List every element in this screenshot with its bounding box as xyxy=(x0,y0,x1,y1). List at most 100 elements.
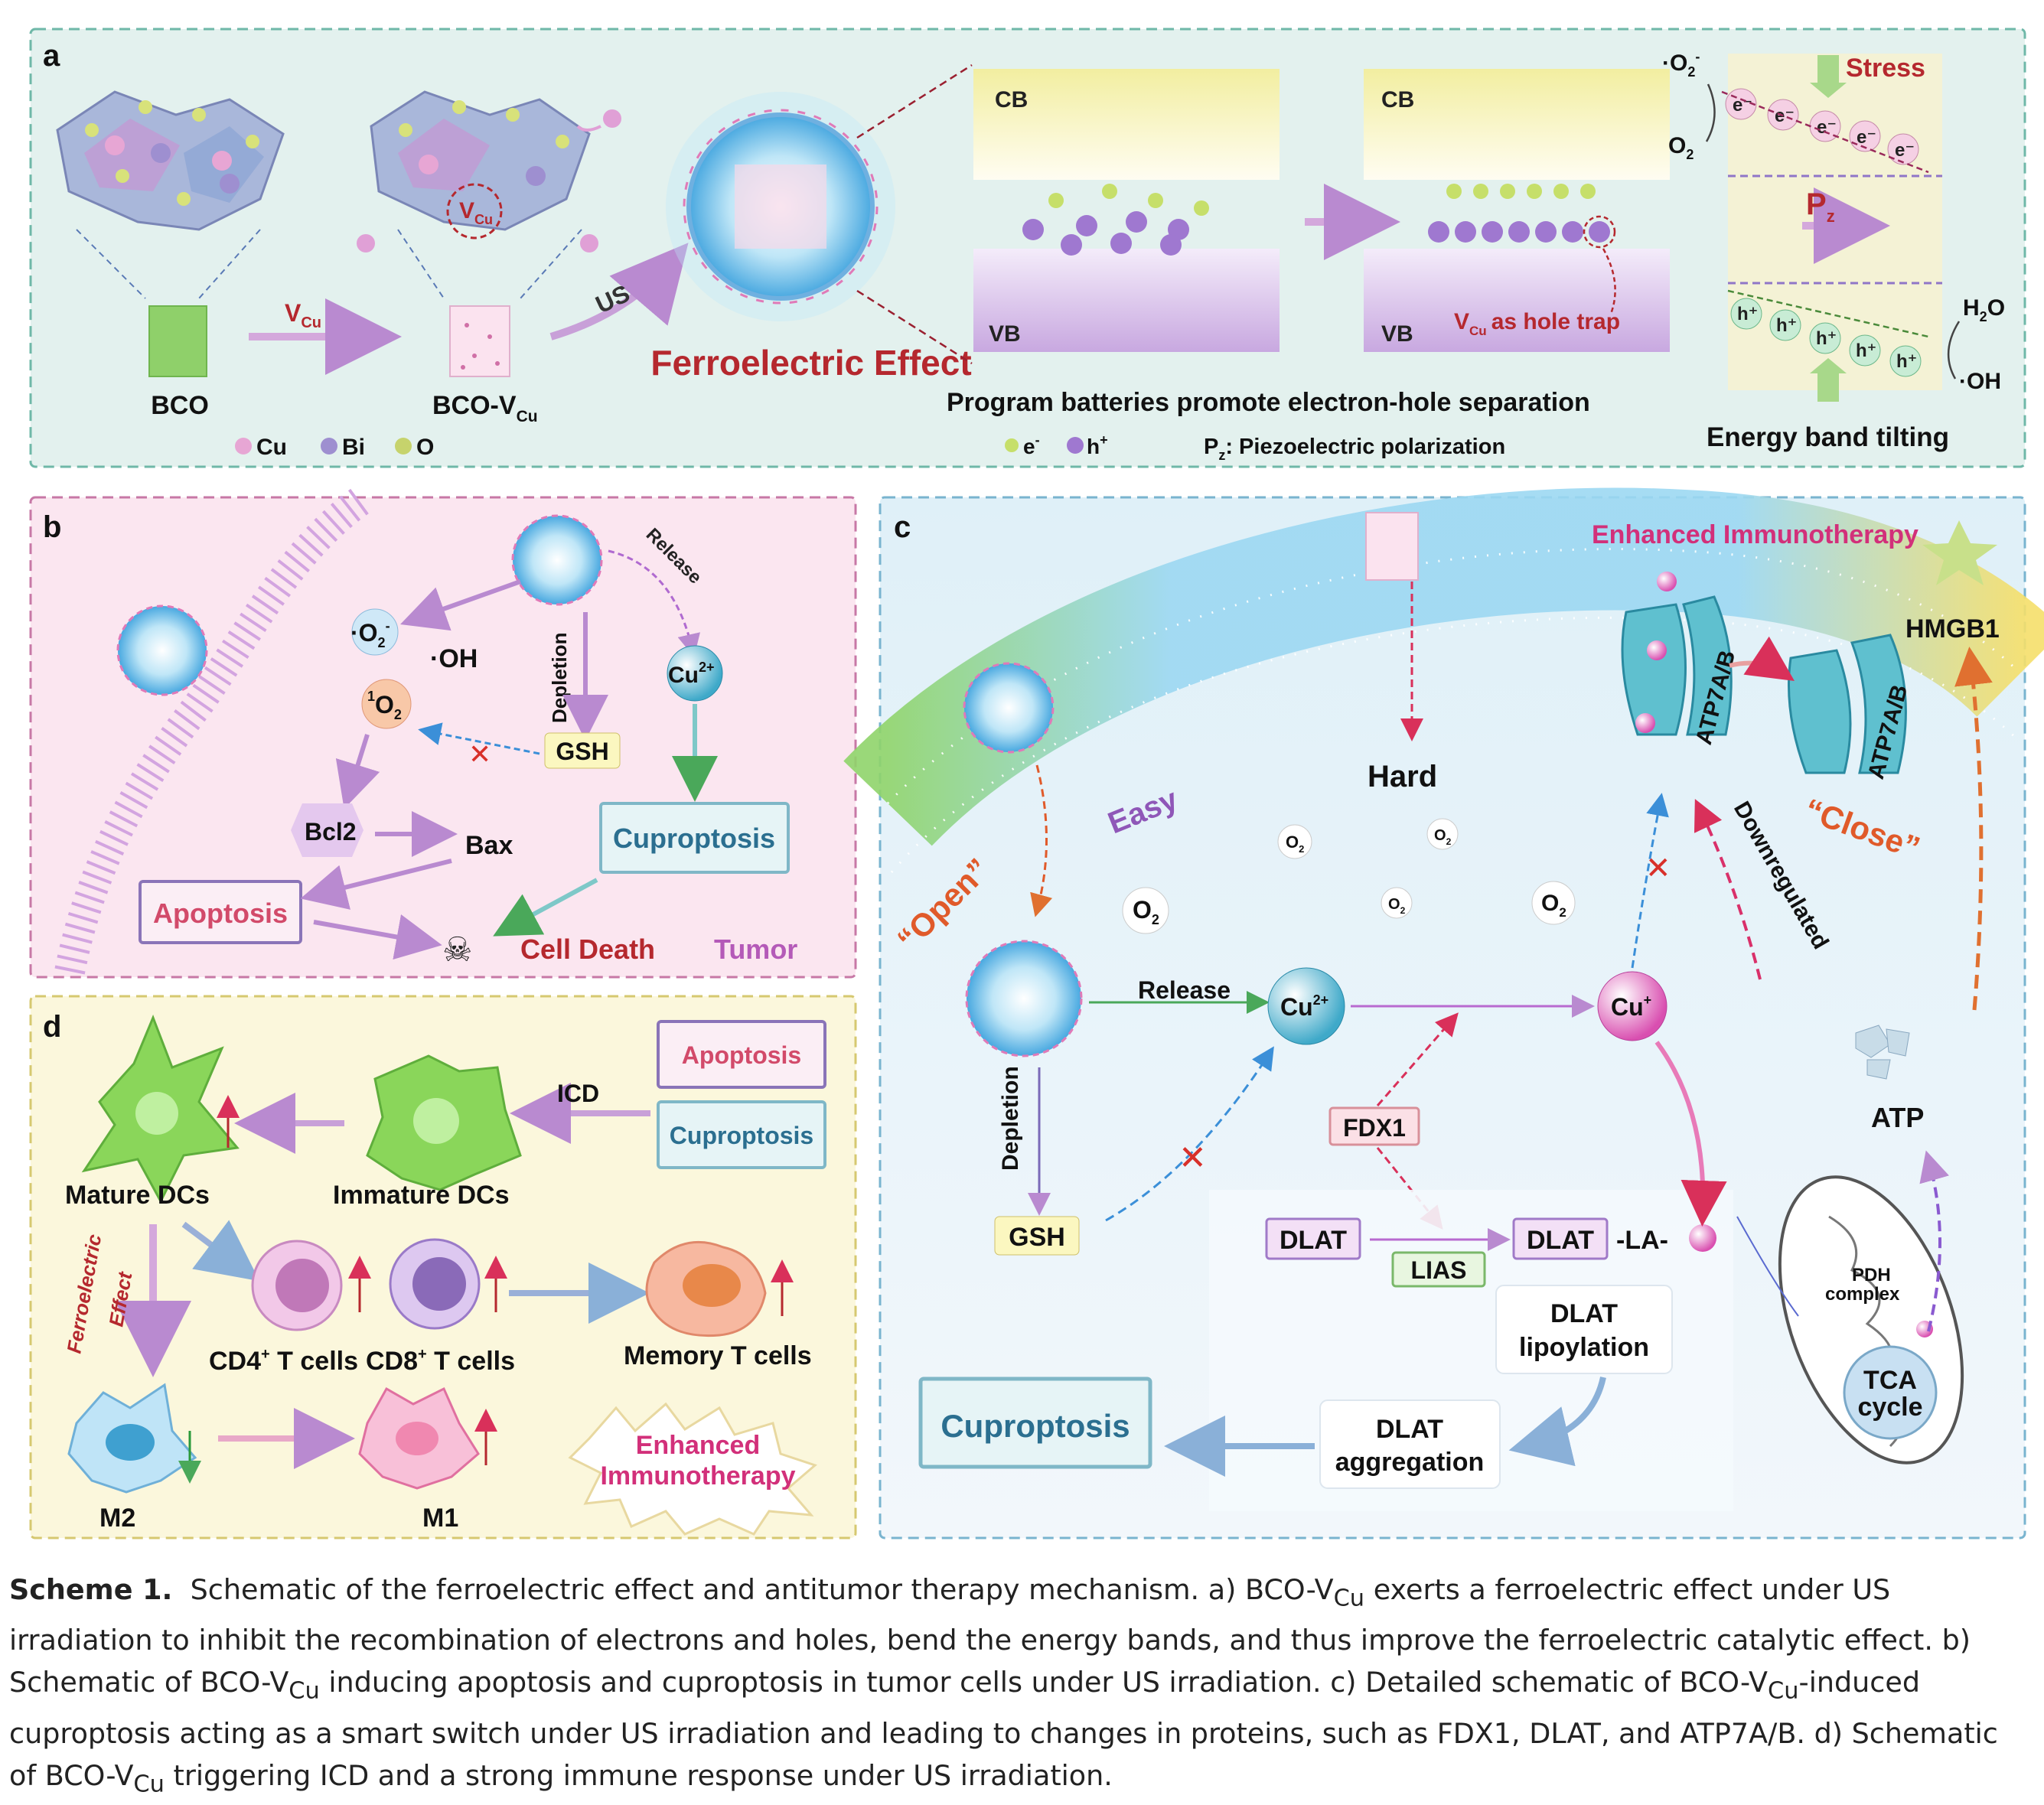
panel-letter-a: a xyxy=(43,39,60,73)
mature-dcs-label: Mature DCs xyxy=(65,1181,210,1210)
svg-text:h⁺: h⁺ xyxy=(1856,340,1876,361)
panel-b: b Release ·O2- ·OH 1O2 Depletion GSH ✕ C… xyxy=(29,488,857,979)
caption-part-3: inducing apoptosis and cuproptosis in tu… xyxy=(319,1666,1769,1699)
dlat-aggregation-2: aggregation xyxy=(1335,1448,1485,1477)
atp-label: ATP xyxy=(1871,1102,1924,1133)
depletion-label-c: Depletion xyxy=(998,1066,1023,1171)
m2-label: M2 xyxy=(99,1504,135,1533)
figure-caption: Scheme 1. Schematic of the ferroelectric… xyxy=(9,1569,2033,1805)
panel-letter-b: b xyxy=(43,510,61,544)
bco-vcu-crystal-structure: VCu xyxy=(357,90,621,253)
atom-legend: Cu Bi O xyxy=(235,435,434,460)
panel-c: c Enhanced Immunotherapy HMGB1 ATP7A/B A… xyxy=(843,487,2044,1539)
icd-label: ICD xyxy=(557,1080,599,1107)
nanoparticle-b xyxy=(511,514,603,606)
pz-legend: Pz: Piezoelectric polarization xyxy=(1204,435,1505,463)
caption-sub-3: Cu xyxy=(1768,1677,1799,1705)
panel-letter-d: d xyxy=(43,1010,61,1044)
pdh-label-2: complex xyxy=(1825,1284,1900,1305)
apoptosis-box-b: Apoptosis xyxy=(153,898,288,929)
cuproptosis-box-b: Cuproptosis xyxy=(613,823,775,854)
mitochondrion: PDH complex TCA cycle xyxy=(1778,1175,1964,1465)
cu2-label-c: Cu2+ xyxy=(1280,992,1328,1021)
caption-label: Scheme 1. xyxy=(9,1573,173,1606)
nanoparticle-c-entering xyxy=(963,662,1055,754)
blocked-x-b: ✕ xyxy=(468,738,491,770)
atp7ab-channel-right: ATP7A/B xyxy=(1788,634,1912,782)
hmgb1-label: HMGB1 xyxy=(1905,614,2000,643)
carrier-legend: e- h+ Pz: Piezoelectric polarization xyxy=(1005,432,1505,463)
nanoparticle-c xyxy=(965,940,1083,1057)
bco-cube xyxy=(148,305,207,377)
svg-text:O2: O2 xyxy=(1541,891,1566,920)
depletion-label-b: Depletion xyxy=(548,633,571,723)
cb-label-left: CB xyxy=(995,87,1028,112)
cu1-label-c: Cu+ xyxy=(1611,992,1651,1021)
cu1-ion-c xyxy=(1597,971,1667,1041)
cb-label-right: CB xyxy=(1381,87,1414,112)
caption-sub-1: Cu xyxy=(1333,1585,1365,1612)
bco-label: BCO xyxy=(151,391,209,420)
hard-label: Hard xyxy=(1368,760,1437,793)
oxygen-bubbles: O2 O2 O2 O2 O2 xyxy=(1122,818,1576,934)
blocked-x-c-atp: ✕ xyxy=(1645,852,1671,885)
enhanced-immunotherapy-c: Enhanced Immunotherapy xyxy=(1592,520,1918,549)
cuproptosis-box-d: Cuproptosis xyxy=(670,1122,813,1149)
enhanced-label-d-2: Immunotherapy xyxy=(600,1461,795,1491)
tumor-label: Tumor xyxy=(714,933,797,965)
svg-text:O2: O2 xyxy=(1133,896,1159,927)
energy-band-caption: Energy band tilting xyxy=(1707,422,1949,452)
memory-t-cells-label: Memory T cells xyxy=(624,1341,812,1370)
immature-dcs-label: Immature DCs xyxy=(333,1181,510,1210)
cuproptosis-box-c: Cuproptosis xyxy=(941,1408,1130,1444)
svg-text:e-: e- xyxy=(1023,432,1040,458)
svg-text:e⁻: e⁻ xyxy=(1817,117,1837,138)
svg-text:h⁺: h⁺ xyxy=(1737,304,1758,324)
nanoparticle-a xyxy=(666,92,895,321)
enhanced-burst xyxy=(568,1402,817,1536)
panel-letter-c: c xyxy=(894,510,911,544)
svg-text:O2: O2 xyxy=(1388,896,1406,916)
tca-label-1: TCA xyxy=(1863,1366,1917,1395)
superoxide-label-a: ·O2- xyxy=(1662,49,1700,80)
cell-membrane-c xyxy=(843,487,2044,846)
lias-label: LIAS xyxy=(1411,1256,1467,1284)
bco-vcu-label: BCO-VCu xyxy=(432,391,538,425)
dlat-lipoylation-1: DLAT xyxy=(1550,1299,1618,1328)
dlat-lipoylation-2: lipoylation xyxy=(1519,1333,1649,1362)
panel-a: a BCO VCu VCu xyxy=(29,28,2026,468)
svg-text:e⁻: e⁻ xyxy=(1775,106,1795,126)
svg-text:e⁻: e⁻ xyxy=(1857,127,1876,148)
gsh-label-c: GSH xyxy=(1009,1223,1065,1252)
atp-icon xyxy=(1855,1025,1910,1080)
apoptosis-box-d: Apoptosis xyxy=(682,1041,801,1069)
la-label: -LA- xyxy=(1616,1226,1668,1255)
bax-label: Bax xyxy=(465,831,513,860)
caption-part-2: exerts a ferroelectric effect under US i… xyxy=(9,1573,1971,1699)
band-diagram-left: CB VB xyxy=(973,69,1280,352)
legend-cu: Cu xyxy=(256,435,287,460)
caption-part-5: triggering ICD and a strong immune respo… xyxy=(164,1758,1113,1792)
ferroelectric-effect-label: Ferroelectric Effect xyxy=(650,343,971,383)
svg-text:h⁺: h⁺ xyxy=(1776,315,1797,336)
caption-sub-2: Cu xyxy=(289,1677,320,1705)
caption-part-4: -induced cuproptosis acting as a smart s… xyxy=(9,1666,1998,1792)
m1-label: M1 xyxy=(422,1504,458,1533)
tca-label-2: cycle xyxy=(1857,1393,1922,1422)
svg-text:e⁻: e⁻ xyxy=(1733,95,1752,116)
vb-label-right: VB xyxy=(1381,321,1413,347)
vcu-label: VCu xyxy=(285,299,321,331)
us-arrow xyxy=(549,243,689,340)
pdh-label-1: PDH xyxy=(1852,1265,1891,1285)
cell-death-label: Cell Death xyxy=(520,933,655,965)
svg-text:h+: h+ xyxy=(1087,432,1108,458)
vcu-vacancy-label: VCu xyxy=(459,198,493,227)
program-batteries-caption: Program batteries promote electron-hole … xyxy=(947,388,1590,417)
pz-big-label: Pz xyxy=(1806,187,1835,226)
singlet-oxygen-label: 1O2 xyxy=(367,689,402,722)
cu2-ion-c xyxy=(1267,967,1345,1045)
bco-crystal-structure xyxy=(56,90,285,231)
